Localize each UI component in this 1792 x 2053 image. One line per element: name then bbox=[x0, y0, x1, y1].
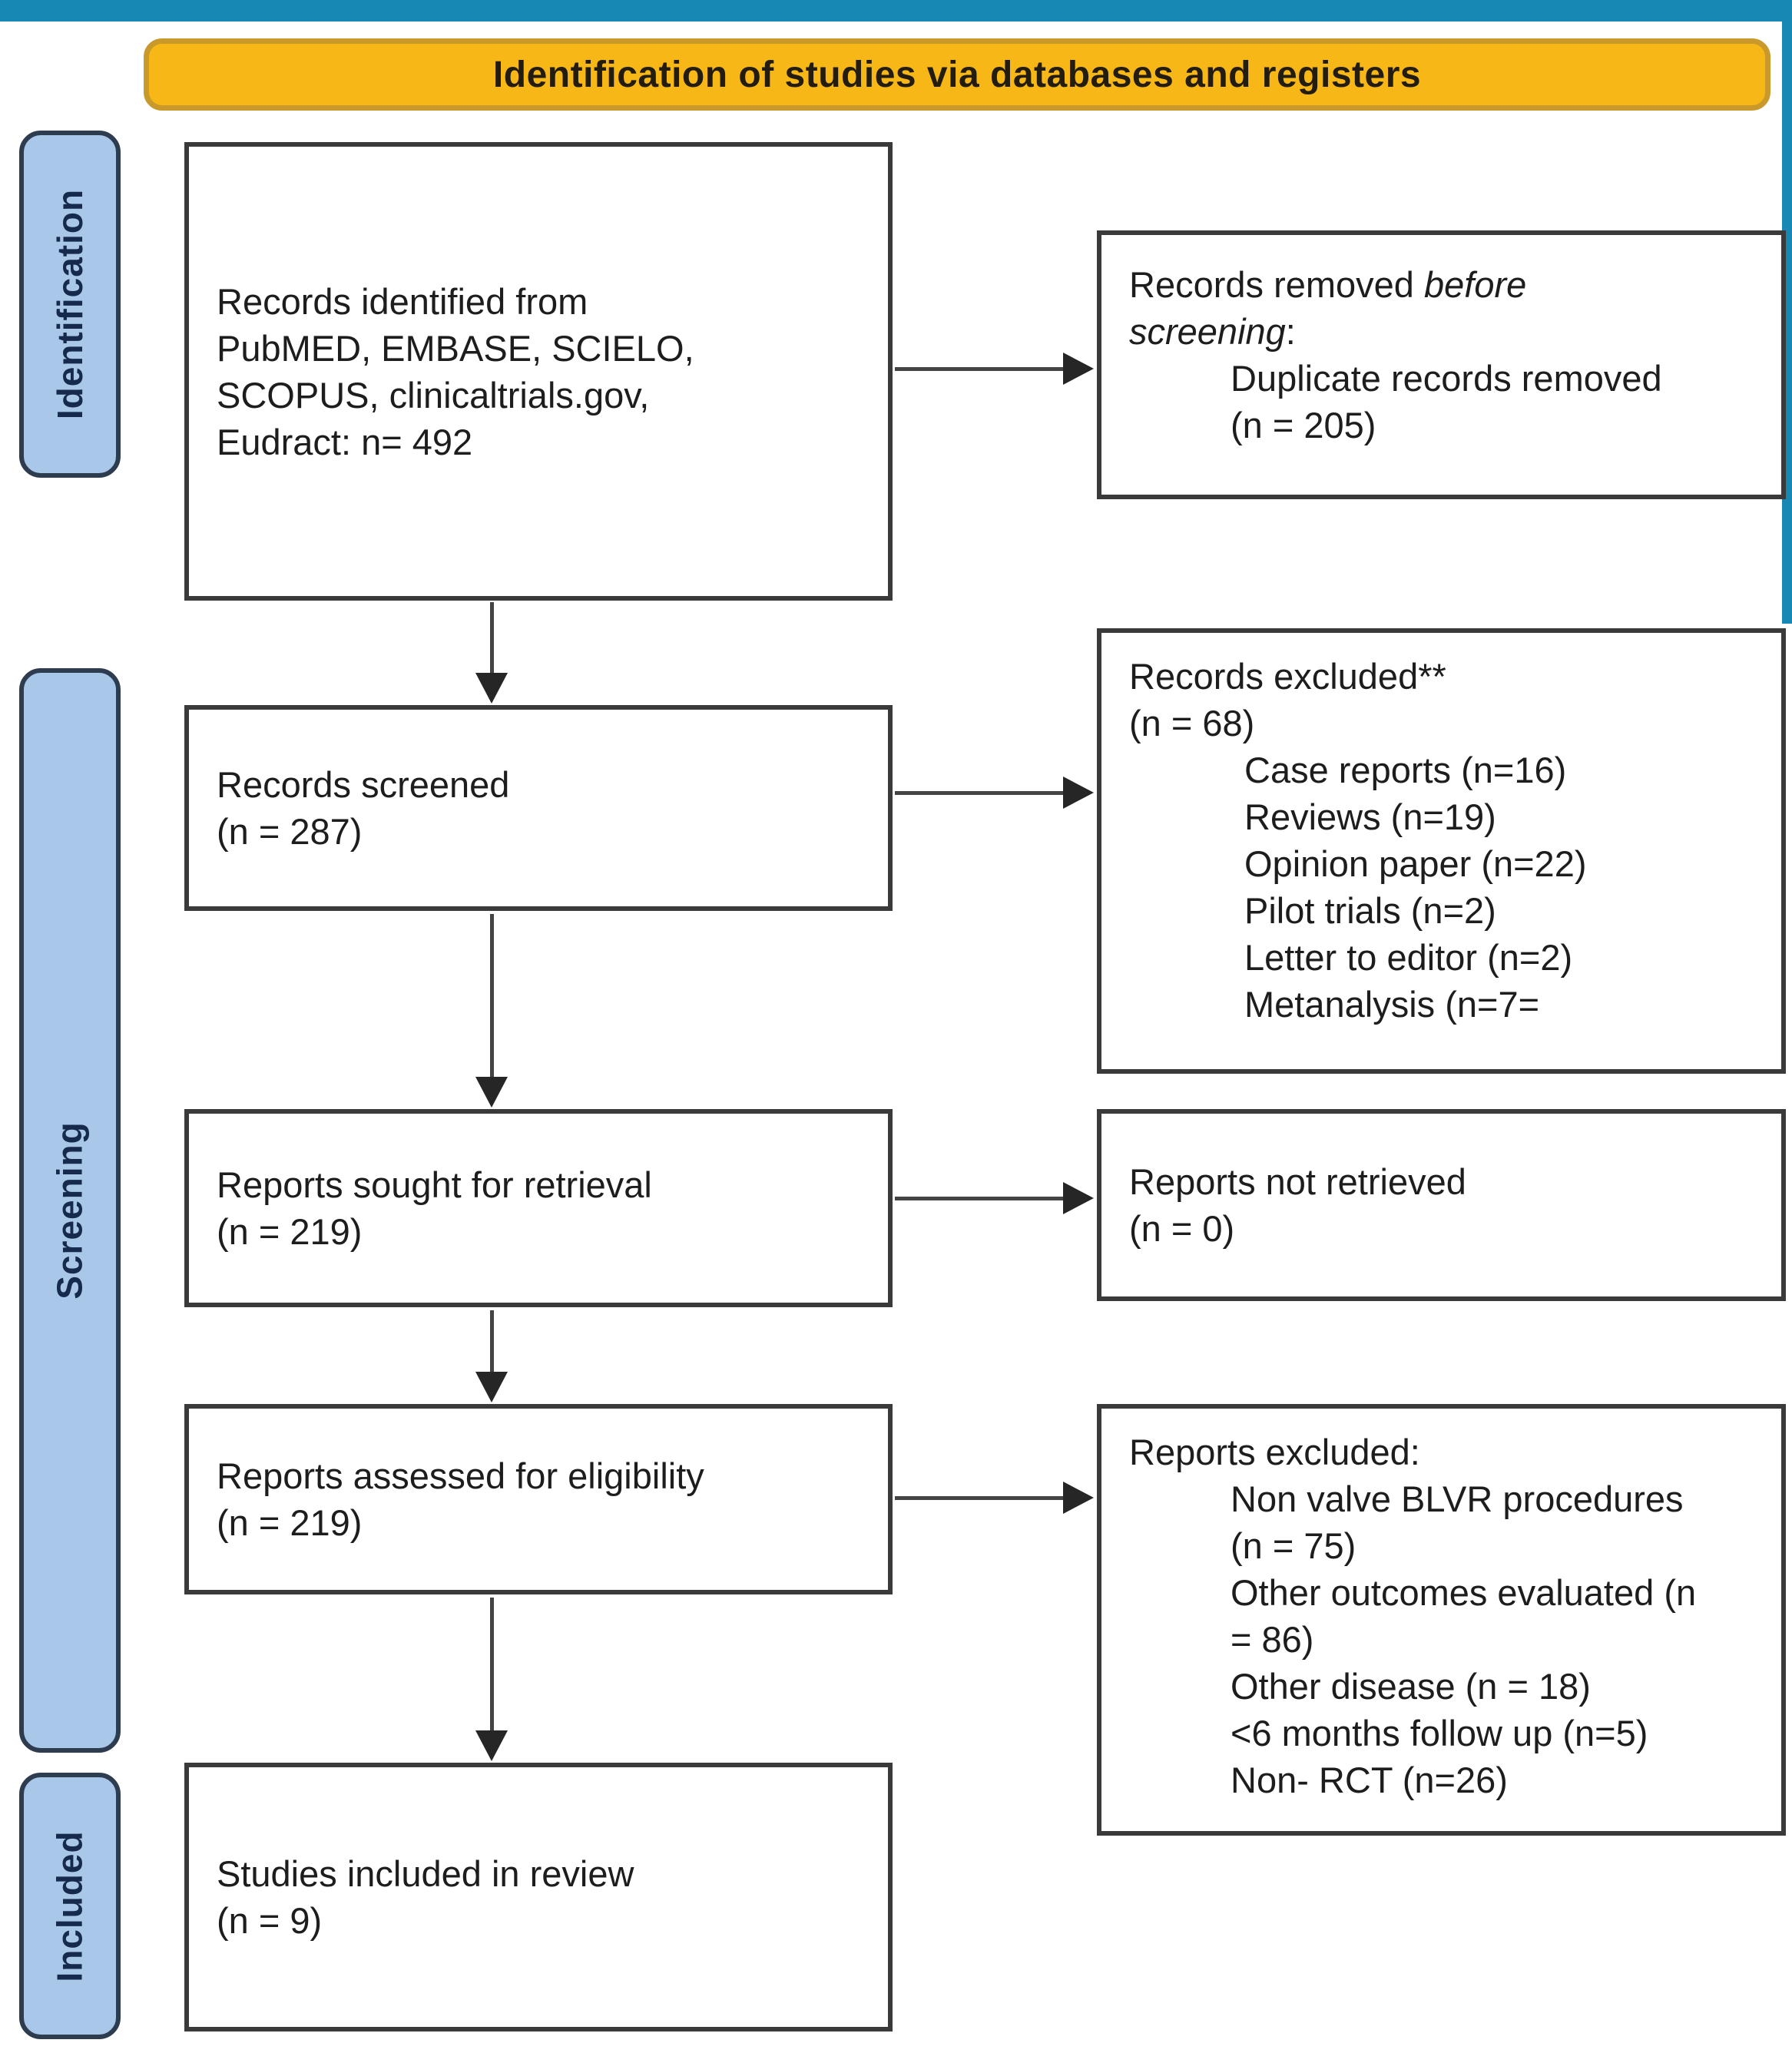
text-line: Metanalysis (n=7= bbox=[1244, 984, 1540, 1025]
text-line: (n = 219) bbox=[217, 1211, 363, 1252]
box-text: Studies included in review (n = 9) bbox=[217, 1850, 888, 1944]
box-reports-not-retrieved: Reports not retrieved (n = 0) bbox=[1097, 1109, 1786, 1301]
arrow-head-icon bbox=[1063, 776, 1094, 809]
box-reports-excluded: Reports excluded: Non valve BLVR procedu… bbox=[1097, 1404, 1786, 1836]
box-studies-included: Studies included in review (n = 9) bbox=[184, 1763, 893, 2031]
arrow-head-icon bbox=[1063, 353, 1094, 385]
arrow-shaft bbox=[490, 602, 494, 679]
box-heading: Reports excluded: bbox=[1129, 1429, 1764, 1475]
text-line: Letter to editor (n=2) bbox=[1244, 937, 1573, 978]
diagram-title-banner: Identification of studies via databases … bbox=[144, 38, 1770, 111]
heading-text: Records removed bbox=[1129, 264, 1424, 305]
text-line: (n = 75) bbox=[1231, 1525, 1356, 1566]
text-line: Pilot trials (n=2) bbox=[1244, 890, 1496, 931]
text-line: Eudract: n= 492 bbox=[217, 421, 473, 462]
arrow-shaft bbox=[490, 1598, 494, 1737]
arrow-shaft bbox=[490, 1310, 494, 1378]
text-line: Studies included in review bbox=[217, 1853, 634, 1894]
box-reports-sought: Reports sought for retrieval (n = 219) bbox=[184, 1109, 893, 1307]
arrow-shaft bbox=[490, 914, 494, 1083]
heading-italic-text: before screening bbox=[1129, 264, 1527, 352]
stage-label-included: Included bbox=[19, 1773, 121, 2039]
stage-label-text: Included bbox=[50, 1829, 90, 1982]
box-reports-assessed: Reports assessed for eligibility (n = 219… bbox=[184, 1404, 893, 1594]
arrow-head-icon bbox=[475, 673, 508, 704]
box-records-screened: Records screened (n = 287) bbox=[184, 705, 893, 911]
text-line: Duplicate records removed bbox=[1231, 358, 1662, 399]
box-text: Records screened (n = 287) bbox=[217, 761, 888, 855]
text-line: Records screened bbox=[217, 764, 510, 805]
box-items: Non valve BLVR procedures (n = 75) Other o… bbox=[1129, 1475, 1764, 1803]
arrow-shaft bbox=[895, 791, 1069, 795]
arrow-head-icon bbox=[1063, 1482, 1094, 1514]
box-records-excluded: Records excluded** (n = 68) Case reports … bbox=[1097, 628, 1786, 1074]
text-line: (n = 0) bbox=[1129, 1208, 1235, 1249]
text-line: Reports not retrieved bbox=[1129, 1161, 1466, 1202]
arrow-shaft bbox=[895, 1197, 1069, 1200]
box-text: Reports not retrieved (n = 0) bbox=[1129, 1158, 1764, 1252]
heading-text: : bbox=[1285, 311, 1296, 352]
text-line: SCOPUS, clinicaltrials.gov, bbox=[217, 374, 650, 416]
stage-label-identification: Identification bbox=[19, 131, 121, 478]
box-heading: Records excluded** (n = 68) bbox=[1129, 653, 1764, 747]
stage-label-text: Identification bbox=[50, 188, 91, 420]
text-line: Opinion paper (n=22) bbox=[1244, 843, 1587, 884]
arrow-head-icon bbox=[1063, 1182, 1094, 1214]
text-line: (n = 219) bbox=[217, 1502, 363, 1543]
text-line: (n = 205) bbox=[1231, 405, 1376, 445]
text-line: Reports excluded: bbox=[1129, 1432, 1420, 1472]
text-line: Non- RCT (n=26) bbox=[1231, 1760, 1508, 1800]
box-records-removed-before-screening: Records removed before screening: Duplic… bbox=[1097, 230, 1786, 499]
arrow-head-icon bbox=[475, 1730, 508, 1761]
text-line: (n = 287) bbox=[217, 811, 363, 852]
box-text: Reports assessed for eligibility (n = 219… bbox=[217, 1452, 888, 1546]
text-line: Records identified from bbox=[217, 280, 588, 322]
text-line: Reviews (n=19) bbox=[1244, 796, 1496, 837]
text-line: Reports sought for retrieval bbox=[217, 1164, 652, 1205]
text-line: Records excluded** bbox=[1129, 656, 1446, 697]
text-line: <6 months follow up (n=5) bbox=[1231, 1713, 1648, 1753]
box-text: Reports sought for retrieval (n = 219) bbox=[217, 1161, 888, 1255]
text-line: PubMED, EMBASE, SCIELO, bbox=[217, 327, 694, 369]
text-line: Reports assessed for eligibility bbox=[217, 1455, 704, 1496]
top-border-bar bbox=[0, 0, 1792, 22]
stage-label-text: Screening bbox=[50, 1121, 91, 1300]
text-line: (n = 9) bbox=[217, 1900, 323, 1941]
arrow-head-icon bbox=[475, 1372, 508, 1402]
arrow-head-icon bbox=[475, 1077, 508, 1108]
arrow-shaft bbox=[895, 367, 1069, 371]
text-line: Other outcomes evaluated (n bbox=[1231, 1572, 1697, 1613]
diagram-title: Identification of studies via databases … bbox=[492, 54, 1422, 95]
text-line: Case reports (n=16) bbox=[1244, 750, 1567, 790]
box-items: Case reports (n=16) Reviews (n=19) Opinion… bbox=[1129, 747, 1764, 1028]
text-line: = 86) bbox=[1231, 1619, 1314, 1660]
text-line: Non valve BLVR procedures bbox=[1231, 1478, 1684, 1519]
box-heading: Records removed before screening: bbox=[1129, 261, 1667, 355]
text-line: Other disease (n = 18) bbox=[1231, 1666, 1591, 1707]
stage-label-screening: Screening bbox=[19, 668, 121, 1753]
box-items: Duplicate records removed (n = 205) bbox=[1129, 355, 1764, 449]
arrow-shaft bbox=[895, 1496, 1069, 1500]
text-line: (n = 68) bbox=[1129, 703, 1255, 743]
